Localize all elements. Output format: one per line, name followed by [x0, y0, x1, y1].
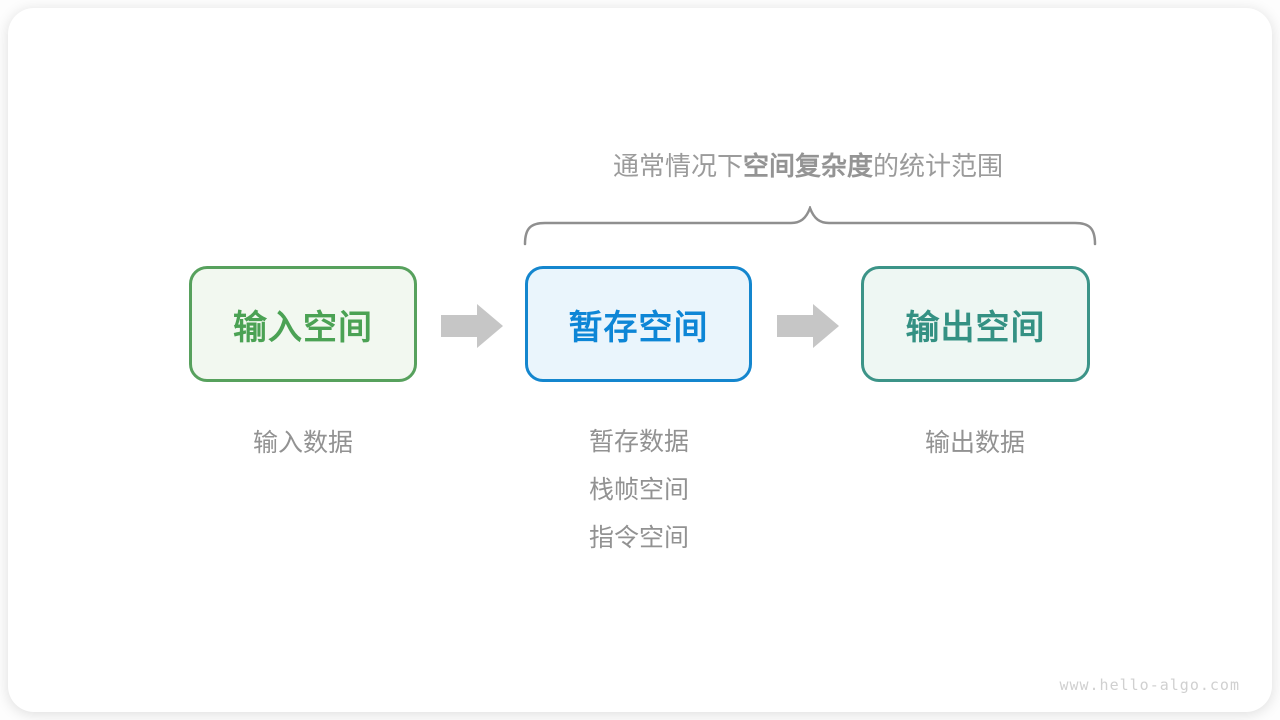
figure-title: 通常情况下空间复杂度的统计范围	[613, 146, 1003, 183]
watermark: www.hello-algo.com	[1059, 676, 1240, 694]
caption-output-data: 输出数据	[924, 429, 1026, 457]
box-input-space: 输入空间	[189, 266, 417, 382]
right-arrow-icon	[777, 304, 839, 348]
caption-instruction-space: 指令空间	[588, 524, 690, 552]
box-input-space-label: 输入空间	[233, 308, 373, 347]
box-output-space-label: 输出空间	[905, 308, 1046, 347]
title-prefix: 通常情况下	[612, 151, 743, 181]
title-suffix: 的统计范围	[873, 151, 1004, 181]
box-temp-space: 暂存空间	[525, 266, 752, 382]
over-brace-icon	[523, 206, 1097, 246]
caption-temp-data: 暂存数据	[588, 428, 690, 456]
box-temp-space-label: 暂存空间	[568, 308, 709, 347]
box-output-space: 输出空间	[861, 266, 1090, 382]
right-arrow-icon	[441, 304, 503, 348]
title-emphasis: 空间复杂度	[742, 151, 874, 181]
figure-card: 通常情况下空间复杂度的统计范围 输入空间 暂存空间 输出空间 输入数据 暂存数据…	[8, 8, 1272, 712]
caption-stack-frame-space: 栈帧空间	[588, 476, 690, 504]
caption-input-data: 输入数据	[252, 429, 354, 457]
